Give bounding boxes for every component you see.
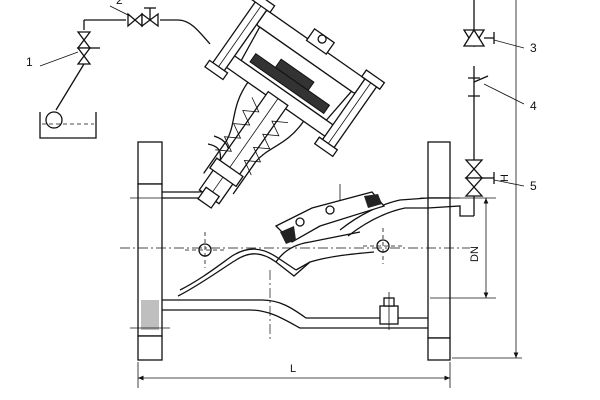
valve-body (120, 162, 470, 340)
right-flange (420, 141, 460, 361)
label-item-1: 1 (26, 55, 33, 69)
label-item-5: 5 (530, 179, 537, 193)
pilot-line-right (427, 0, 525, 217)
dimension-lines (137, 0, 522, 388)
label-item-3: 3 (530, 41, 537, 55)
dimension-label-length: L (290, 363, 296, 375)
dimension-label-height: H (499, 174, 511, 182)
label-item-4: 4 (530, 99, 537, 113)
dimension-label-dn: DN (469, 246, 481, 262)
control-tubing (39, 5, 211, 139)
label-item-2: 2 (116, 0, 123, 7)
actuator-bonnet (197, 0, 386, 209)
valve-disc (274, 184, 386, 244)
left-flange (130, 141, 170, 361)
